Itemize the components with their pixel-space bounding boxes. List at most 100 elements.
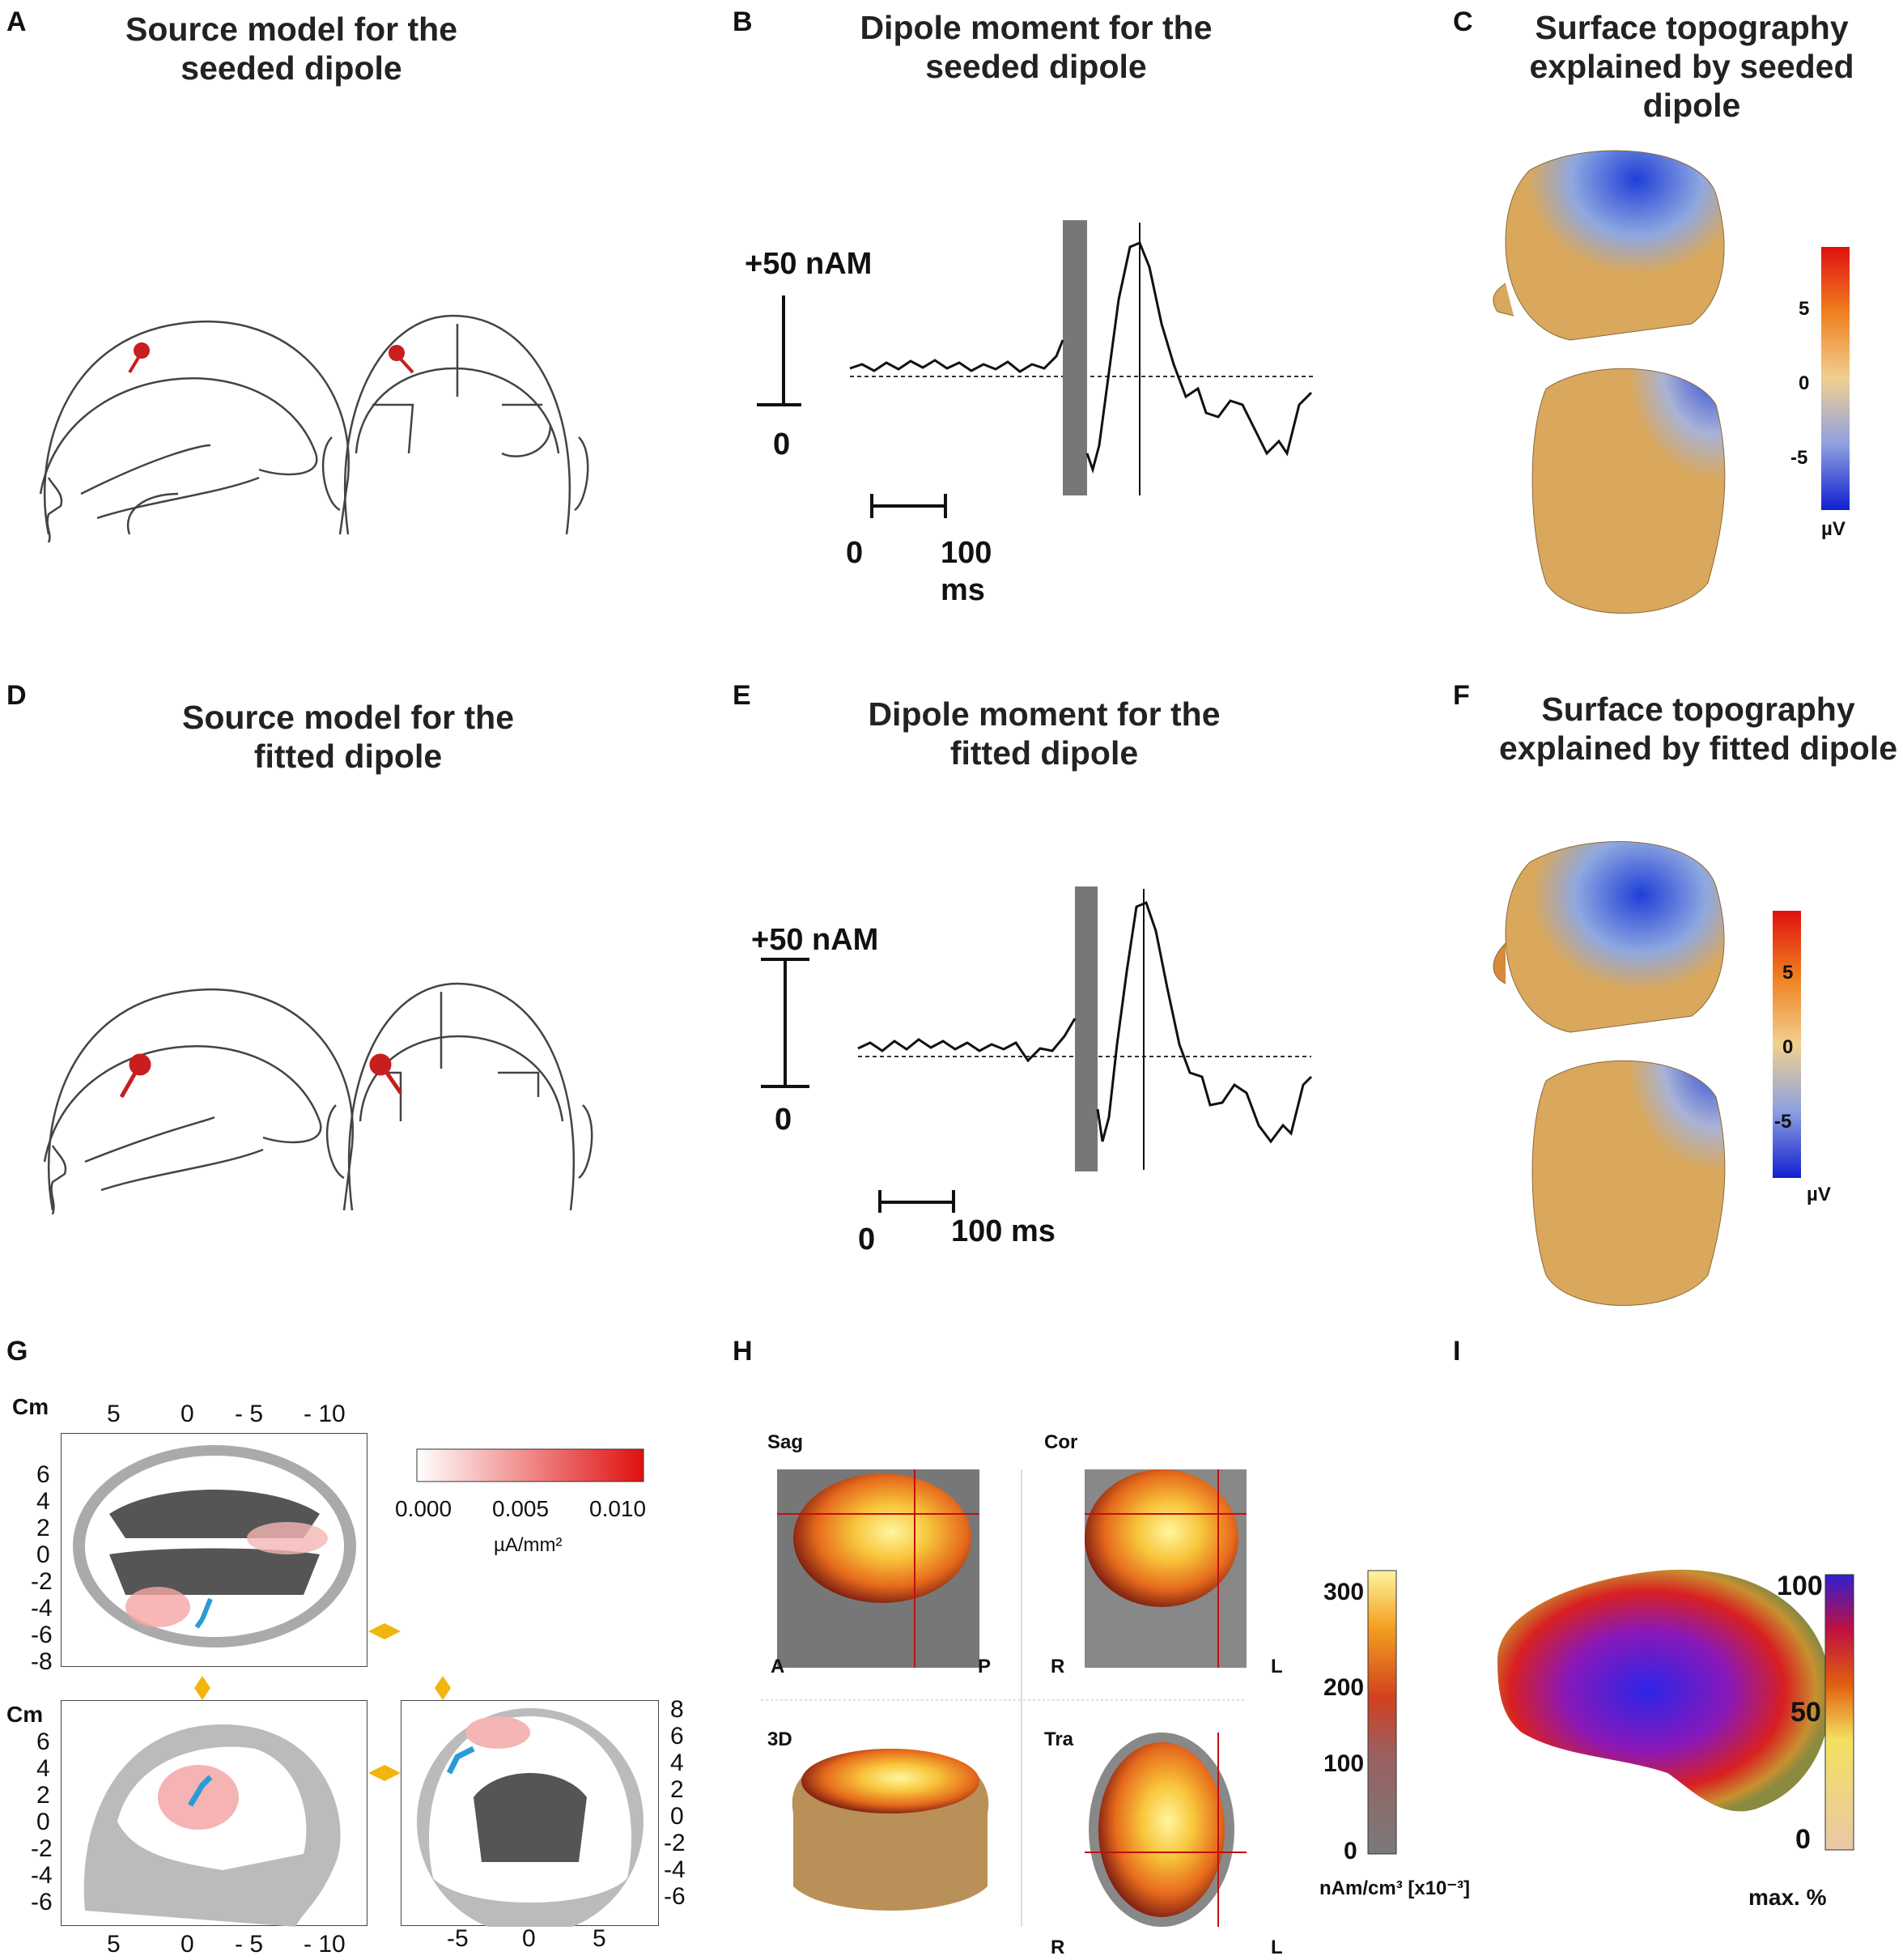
panel-g-ytick2-4: 4 [36, 1755, 50, 1782]
panel-h-cbar-tick-100: 100 [1323, 1750, 1365, 1777]
panel-d-title-line2: fitted dipole [253, 738, 443, 775]
panel-letter-b: B [733, 6, 753, 37]
panel-g-unit-top: Cm [12, 1394, 49, 1419]
panel-g-xtick-top-m5: - 5 [235, 1401, 264, 1427]
panel-f-scalp-maps [1493, 841, 1726, 1306]
seeded-frontal-scalp-map [1531, 368, 1726, 614]
panel-g-ytickr-4: 4 [670, 1750, 684, 1776]
panel-g-ytick2-m6: -6 [31, 1889, 53, 1915]
panel-letter-a: A [6, 6, 27, 37]
panel-c-title-line1: Surface topography [1535, 9, 1849, 46]
panel-h-cor-left: L [1271, 1656, 1283, 1677]
panel-g-ytick-m6: -6 [31, 1622, 53, 1648]
panel-letter-h: H [733, 1336, 753, 1367]
panel-i-cortex-map [1497, 1569, 1831, 1812]
panel-g-ytickr-m2: -2 [664, 1830, 686, 1856]
fitted-frontal-scalp-map [1531, 1060, 1726, 1306]
panel-b-time-100: 100 [941, 536, 992, 570]
panel-g-ytickr-6: 6 [670, 1723, 684, 1750]
panel-b-title-line2: seeded dipole [925, 48, 1147, 85]
panel-g-ytickr-2: 2 [670, 1776, 684, 1803]
panel-e-time-zero: 0 [858, 1222, 876, 1256]
panel-h-cbar-tick-0: 0 [1344, 1838, 1357, 1864]
panel-g-axial-slice [61, 1433, 367, 1667]
panel-h-view-tra: Tra [1044, 1728, 1074, 1750]
panel-f-cbar-unit: µV [1807, 1184, 1831, 1205]
panel-letter-d: D [6, 680, 27, 711]
panel-b-waveform [849, 241, 1313, 474]
panel-h-sag-posterior: P [978, 1656, 992, 1677]
panel-a-heads [39, 314, 589, 543]
source-blue-sagittal [187, 1775, 213, 1807]
frontal-head-diagram-fitted [325, 982, 593, 1211]
panel-g-ytick-m2: -2 [31, 1568, 53, 1595]
panel-g-ytick-m8: -8 [31, 1648, 53, 1675]
panel-c-title-line2: explained by seeded [1529, 48, 1854, 85]
panel-g-ytick2-0: 0 [36, 1809, 50, 1835]
panel-c-scalp-maps [1493, 150, 1726, 614]
panel-e-waveform [857, 901, 1313, 1144]
panel-g-xtick-br-0: 0 [522, 1925, 536, 1952]
source-blue-coronal [446, 1745, 475, 1775]
panel-g-ytick-6: 6 [36, 1461, 50, 1488]
panel-g-cbar-tick-010: 0.010 [589, 1496, 647, 1521]
panel-c-cbar-tick-5: 5 [1799, 298, 1810, 320]
panel-g-xtick-top-0: 0 [181, 1401, 194, 1427]
panel-d-title: Source model for the fitted dipole [138, 698, 559, 776]
panel-b-time-zero: 0 [846, 536, 864, 570]
panel-g-ytickr-m4: -4 [664, 1856, 686, 1883]
panel-g-ytick-4: 4 [36, 1488, 50, 1515]
panel-e-artifact-blank [1075, 886, 1098, 1171]
panel-e-title-line2: fitted dipole [949, 734, 1139, 772]
panel-i-cbar-tick-0: 0 [1795, 1824, 1811, 1855]
fitted-lateral-scalp-map [1505, 841, 1725, 1033]
source-blue-axial [194, 1597, 213, 1629]
panel-g-ytick2-m2: -2 [31, 1835, 53, 1862]
panel-g-ytickr-m6: -6 [664, 1883, 686, 1910]
panel-h-view-sag: Sag [767, 1431, 804, 1453]
panel-e-title-line1: Dipole moment for the [868, 695, 1221, 733]
panel-g-cbar-unit: µA/mm² [494, 1534, 563, 1556]
panel-e-time-100: 100 ms [951, 1214, 1056, 1248]
panel-b-scale-top: +50 nAM [745, 247, 873, 281]
panel-g-xtick-bl-5: 5 [107, 1931, 121, 1958]
panel-h-view-cor: Cor [1044, 1431, 1078, 1453]
panel-g-xtick-bl-m5: - 5 [235, 1931, 264, 1958]
fitted-dipole-markers [119, 1053, 403, 1099]
panel-g-orientation-markers [368, 1623, 401, 1781]
panel-g-xtick-bl-m10: - 10 [304, 1931, 346, 1958]
panel-b-scale-zero: 0 [773, 427, 791, 461]
panel-c-cbar-tick-0: 0 [1799, 372, 1810, 394]
panel-h-colorbar [1367, 1570, 1397, 1855]
panel-letter-g: G [6, 1336, 28, 1367]
panel-e-title: Dipole moment for the fitted dipole [809, 695, 1279, 772]
panel-a-title-line1: Source model for the [125, 11, 458, 48]
panel-g-xtick-br-5: 5 [593, 1925, 606, 1952]
panel-g-xtick-top-5: 5 [107, 1401, 121, 1427]
panel-f-colorbar [1773, 911, 1801, 1178]
panel-e-scale-zero: 0 [775, 1103, 792, 1137]
panel-h-sag-anterior: A [771, 1656, 785, 1677]
panel-g-marker-coronal-top [435, 1676, 451, 1700]
panel-letter-i: I [1453, 1336, 1461, 1367]
panel-i-cbar-tick-50: 50 [1790, 1697, 1821, 1728]
lateral-head-diagram [39, 320, 350, 543]
panel-b-time-unit: ms [941, 573, 985, 607]
panel-b-artifact-blank [1063, 220, 1087, 495]
panel-g-ytick2-2: 2 [36, 1782, 50, 1809]
panel-g-ytick-2: 2 [36, 1515, 50, 1541]
panel-h-brain-views [761, 1469, 1247, 1927]
panel-c-cbar-unit: µV [1821, 518, 1846, 540]
seeded-lateral-scalp-map [1505, 150, 1725, 341]
panel-d-heads [43, 982, 593, 1215]
panel-b-title-line1: Dipole moment for the [860, 9, 1213, 46]
panel-letter-c: C [1453, 6, 1473, 37]
seeded-dipole-markers [128, 342, 414, 374]
panel-c-title: Surface topography explained by seeded d… [1506, 8, 1878, 125]
panel-e-scale-top: +50 nAM [751, 923, 879, 957]
panel-f-title-line1: Surface topography [1541, 691, 1855, 728]
panel-g-ytick-m4: -4 [31, 1595, 53, 1622]
panel-h-tra-right: R [1051, 1937, 1065, 1958]
panel-g-xtick-br-m5: -5 [447, 1925, 469, 1952]
panel-g-sagittal-slice [61, 1700, 367, 1927]
